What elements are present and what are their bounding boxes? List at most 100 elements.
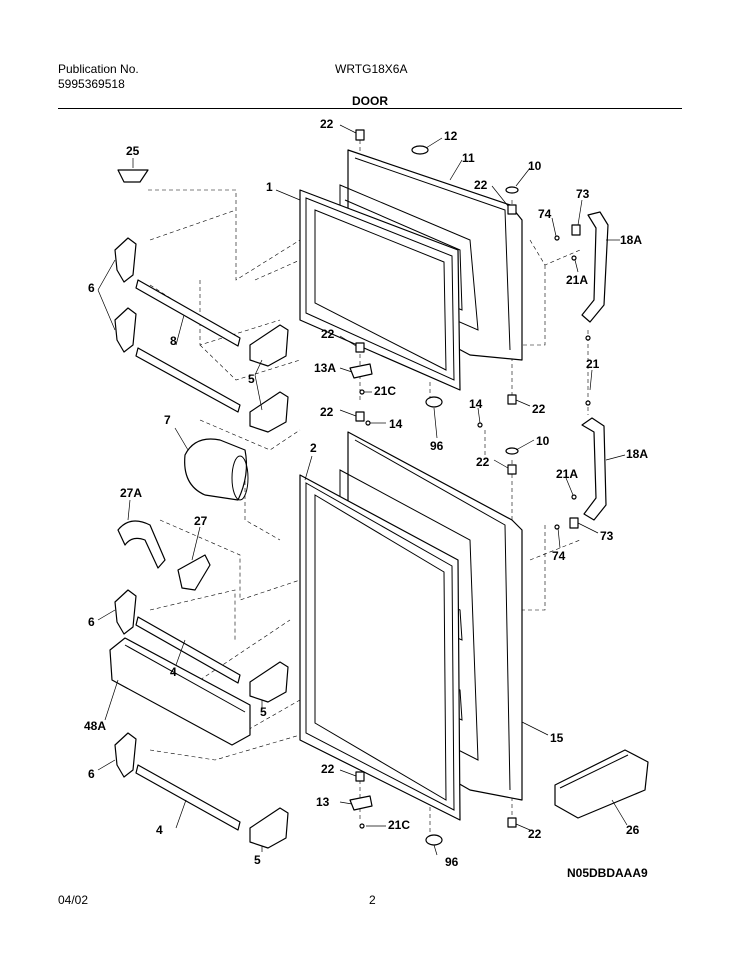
shelf-end-cap	[249, 391, 289, 433]
dairy-tray	[554, 749, 649, 819]
screw	[507, 204, 517, 215]
callout-21c: 21C	[388, 818, 410, 832]
dairy-bin	[184, 438, 248, 501]
callout-74: 74	[538, 207, 552, 221]
callout-22: 22	[320, 405, 334, 419]
callout-21a: 21A	[556, 467, 578, 481]
shelf-bar	[135, 347, 241, 413]
handle-screw-cover	[571, 224, 581, 236]
footer-date: 04/02	[58, 893, 89, 907]
callout-5: 5	[248, 372, 255, 386]
callout-25: 25	[126, 144, 140, 158]
callout-2: 2	[310, 441, 317, 455]
plug	[505, 447, 519, 455]
screw	[355, 411, 365, 422]
screw	[355, 771, 365, 782]
shelf-bracket	[117, 520, 166, 569]
screw	[507, 394, 517, 405]
callout-21a: 21A	[566, 273, 588, 287]
screw	[507, 464, 517, 475]
fresh-food-door-assembly	[299, 400, 607, 846]
callout-13a: 13A	[314, 361, 336, 375]
callout-18a: 18A	[620, 233, 642, 247]
screw	[571, 494, 577, 500]
page-number: 2	[369, 893, 376, 907]
callout-22: 22	[321, 762, 335, 776]
screw	[554, 524, 560, 530]
callout-22: 22	[528, 827, 542, 841]
callout-5: 5	[254, 853, 261, 867]
callout-8: 8	[170, 334, 177, 348]
shelf-end-cap	[249, 324, 289, 367]
header-rule	[58, 108, 682, 109]
freezer-door-assembly	[299, 129, 609, 408]
part-callouts: 25 1 22 12 11 10 22 73 74 18A 21A 6 8 5 …	[84, 117, 648, 869]
shelf-end-cap	[249, 661, 289, 703]
screw	[507, 817, 517, 828]
callout-22: 22	[320, 117, 334, 131]
callout-15: 15	[550, 731, 564, 745]
handle-screw-cover	[569, 517, 579, 529]
shelf-end-cap	[114, 307, 137, 353]
callout-6: 6	[88, 281, 95, 295]
screw	[365, 420, 371, 426]
screw	[585, 335, 591, 341]
callout-14: 14	[469, 397, 483, 411]
callout-10: 10	[528, 159, 542, 173]
shelf-end-cap	[114, 237, 137, 283]
screw	[554, 235, 560, 241]
callout-22: 22	[321, 327, 335, 341]
screw	[571, 255, 577, 261]
callout-10: 10	[536, 434, 550, 448]
screw	[585, 400, 591, 406]
shelf-bar	[135, 279, 241, 347]
callout-48a: 48A	[84, 719, 106, 733]
freezer-shelf-parts	[114, 169, 289, 433]
callout-73: 73	[576, 187, 590, 201]
callout-22: 22	[476, 455, 490, 469]
diagram-code: N05DBDAAA9	[567, 866, 648, 880]
hinge	[349, 795, 373, 811]
bushing	[425, 834, 443, 846]
screw	[355, 342, 365, 353]
shelf-bar	[135, 616, 241, 684]
leader-lines	[97, 124, 628, 856]
fresh-food-door-gasket	[299, 474, 461, 821]
shelf-end-cap	[114, 732, 137, 778]
callout-21c: 21C	[374, 384, 396, 398]
publication-number: 5995369518	[58, 77, 125, 91]
screw	[355, 129, 365, 141]
callout-96: 96	[445, 855, 459, 869]
shelf-end-cap	[249, 807, 289, 849]
callout-73: 73	[600, 529, 614, 543]
screw	[477, 422, 483, 428]
callout-21: 21	[586, 357, 600, 371]
freezer-handle	[581, 211, 609, 323]
callout-12: 12	[444, 129, 458, 143]
fresh-food-handle	[581, 417, 607, 521]
door-bin	[109, 637, 251, 746]
freezer-door-gasket	[299, 189, 461, 391]
callout-4: 4	[170, 665, 177, 679]
butter-cover	[117, 169, 149, 183]
callout-4: 4	[156, 823, 163, 837]
shelf-end-cap	[114, 589, 137, 635]
callout-26: 26	[626, 823, 640, 837]
callout-1: 1	[266, 180, 273, 194]
callout-7: 7	[164, 413, 171, 427]
callout-14: 14	[389, 417, 403, 431]
section-title: DOOR	[352, 94, 388, 108]
shelf-bar	[135, 764, 241, 831]
callout-27a: 27A	[120, 486, 142, 500]
callout-18a: 18A	[626, 447, 648, 461]
callout-22: 22	[532, 402, 546, 416]
publication-label: Publication No.	[58, 62, 139, 76]
callout-11: 11	[462, 151, 475, 165]
callout-74: 74	[552, 549, 566, 563]
bin-cover	[177, 554, 211, 591]
callout-27: 27	[194, 514, 208, 528]
fresh-food-shelf-parts	[109, 438, 649, 849]
callout-96: 96	[430, 439, 444, 453]
model-number: WRTG18X6A	[335, 62, 408, 76]
